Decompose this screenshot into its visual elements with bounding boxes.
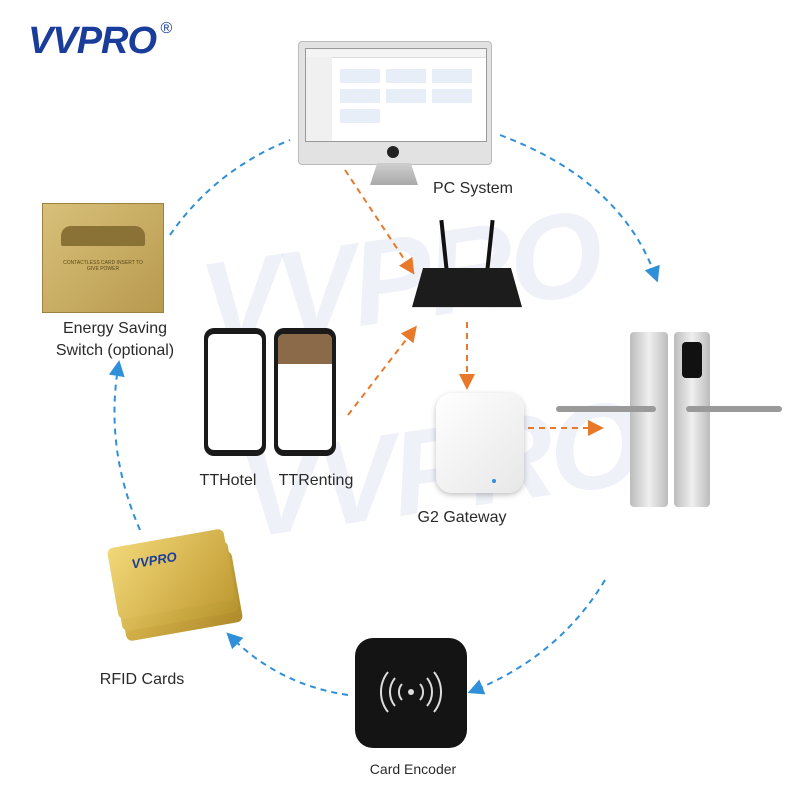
gateway-label: G2 Gateway bbox=[417, 509, 507, 526]
encoder-label: Card Encoder bbox=[369, 761, 457, 777]
rfid-cards: VVPRO bbox=[106, 528, 245, 642]
phone-tthotel bbox=[204, 328, 266, 456]
card-encoder bbox=[355, 638, 467, 748]
monitor-screen bbox=[305, 48, 487, 142]
rfid-label: RFID Cards bbox=[99, 671, 185, 688]
ttrenting-label: TTRenting bbox=[278, 472, 354, 489]
lock-plate-right bbox=[674, 332, 710, 507]
arrow-encoder-to-cards bbox=[226, 632, 349, 696]
tthotel-label: TTHotel bbox=[199, 472, 257, 489]
arrow-pc-to-router bbox=[344, 169, 415, 275]
lock-plate-left bbox=[630, 332, 668, 507]
monitor-stand bbox=[370, 163, 418, 185]
phone-screen-2 bbox=[278, 334, 332, 450]
arrow-switch-to-pc bbox=[169, 139, 291, 236]
arrow-pc-to-lock bbox=[499, 134, 660, 283]
energy-label-1: Energy Saving bbox=[62, 320, 168, 337]
pc-monitor bbox=[298, 41, 492, 189]
switch-text: CONTACTLESS CARD INSERT TO GIVE POWER bbox=[63, 260, 143, 272]
g2-gateway bbox=[436, 393, 524, 493]
monitor-frame bbox=[298, 41, 492, 165]
door-lock bbox=[556, 330, 782, 510]
brand-name: VVPRO bbox=[28, 20, 157, 62]
phone-ttrenting bbox=[274, 328, 336, 456]
router-antenna-right bbox=[485, 219, 495, 271]
router-body bbox=[412, 268, 522, 308]
arrow-lock-to-encoder bbox=[467, 579, 606, 695]
energy-switch: CONTACTLESS CARD INSERT TO GIVE POWER bbox=[42, 203, 164, 313]
router bbox=[412, 219, 522, 320]
lock-reader bbox=[682, 342, 702, 378]
lever-right bbox=[686, 406, 782, 412]
rfid-card-brand: VVPRO bbox=[130, 548, 178, 572]
pc-label: PC System bbox=[432, 180, 513, 197]
gateway-led bbox=[492, 479, 496, 483]
registered-mark: ® bbox=[160, 20, 173, 37]
card-slot bbox=[61, 226, 145, 246]
energy-label-2: Switch (optional) bbox=[55, 342, 175, 359]
lever-left bbox=[556, 406, 656, 412]
phone-screen-1 bbox=[208, 334, 262, 450]
router-antenna-left bbox=[439, 219, 449, 271]
wireless-icon bbox=[379, 671, 443, 713]
arrow-phones-to-router bbox=[347, 325, 417, 416]
brand-logo: VVPRO ® bbox=[28, 20, 172, 63]
arrow-cards-to-switch bbox=[108, 360, 141, 531]
apple-icon bbox=[387, 146, 399, 158]
